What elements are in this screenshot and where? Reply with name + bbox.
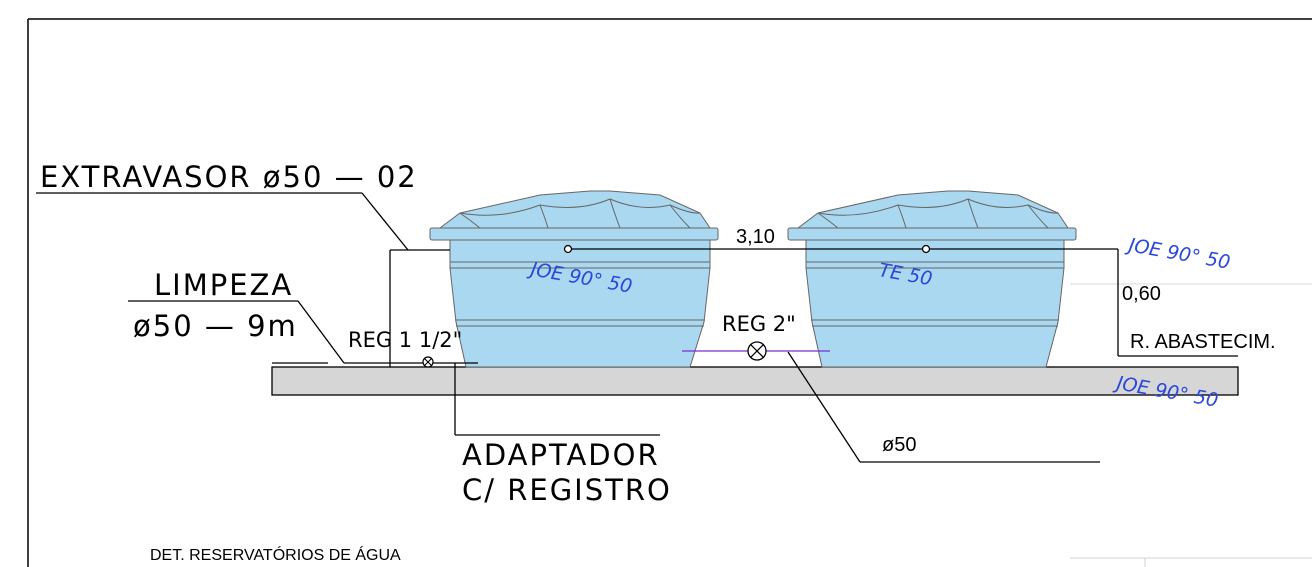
left-water-tank: [429, 190, 719, 368]
joe-right-top-label: JOE 90° 50: [1123, 234, 1232, 274]
left-pipe-node: [563, 244, 573, 254]
right-water-tank: [787, 190, 1077, 368]
concrete-slab: [271, 366, 1239, 396]
pipe-diameter-label: ø50: [882, 434, 916, 456]
small-register-label: REG 1 1/2": [348, 328, 462, 352]
drawing-title: DET. RESERVATÓRIOS DE ÁGUA: [150, 545, 401, 564]
adaptador-label: ADAPTADOR: [462, 438, 660, 472]
limpeza-diameter-label: ø50 — 9m: [133, 309, 298, 343]
top-dimension-label: 3,10: [736, 226, 775, 248]
side-dimension-label: 0,60: [1122, 283, 1161, 305]
abastecimento-label: R. ABASTECIM.: [1130, 331, 1276, 353]
extravasor-leader: [361, 192, 409, 251]
registro-label: C/ REGISTRO: [462, 473, 672, 507]
large-register-label: REG 2": [722, 312, 796, 336]
diameter-leader: [787, 351, 861, 463]
limpeza-label: LIMPEZA: [154, 268, 293, 302]
small-register-valve-icon: [422, 356, 434, 368]
limpeza-leader: [297, 300, 345, 364]
middle-pipe-node: [921, 244, 931, 254]
large-register-valve-icon: [747, 341, 767, 361]
extravasor-label: EXTRAVASOR ø50 — 02: [40, 160, 418, 194]
